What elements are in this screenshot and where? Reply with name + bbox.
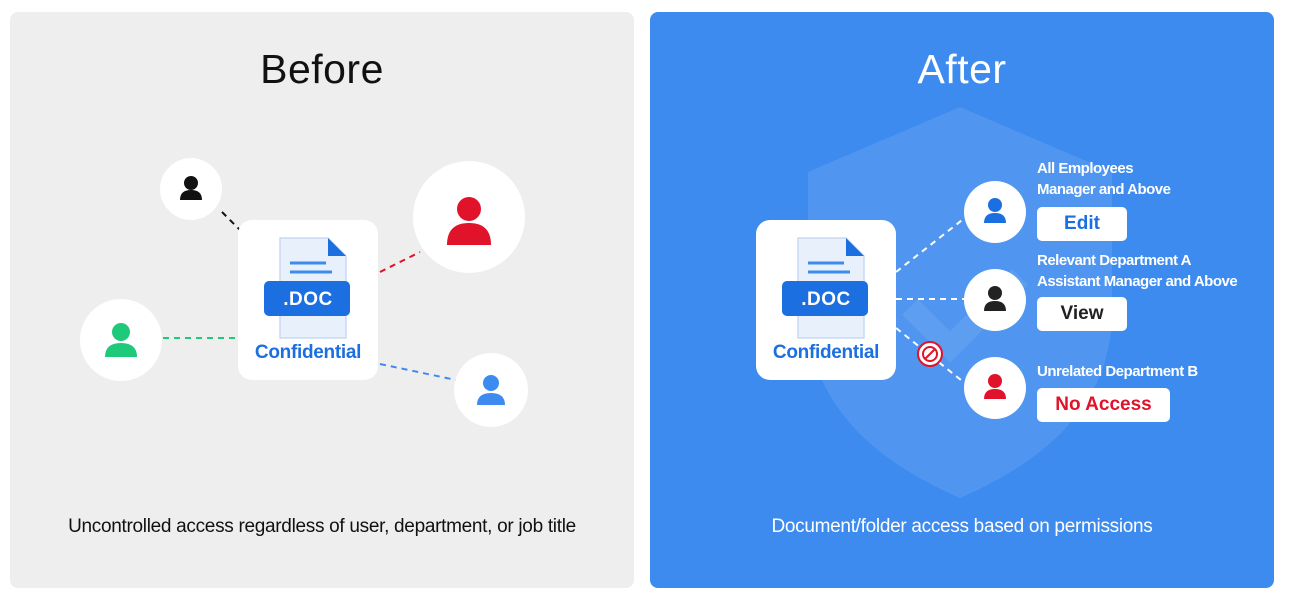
doc-label: Confidential	[772, 342, 880, 363]
connector-red	[379, 251, 421, 273]
user-icon	[984, 374, 1006, 399]
user-icon	[447, 197, 491, 245]
access-badge-view: View	[1037, 297, 1127, 331]
document-icon	[264, 237, 350, 339]
permission-view-scope: Relevant Department A Assistant Manager …	[1037, 250, 1238, 292]
user-avatar-red	[413, 161, 525, 273]
after-caption: Document/folder access based on permissi…	[771, 516, 1153, 537]
scope-line: All Employees	[1037, 160, 1134, 177]
before-caption: Uncontrolled access regardless of user, …	[68, 516, 576, 537]
doc-label: Confidential	[254, 342, 362, 363]
scope-line: Unrelated Department B	[1037, 363, 1198, 380]
after-connections	[895, 216, 967, 385]
connector-blue	[379, 363, 457, 381]
confidential-doc-card: .DOC Confidential	[238, 220, 378, 380]
before-title: Before	[260, 46, 384, 92]
user-icon	[477, 375, 505, 405]
user-icon	[105, 323, 137, 357]
user-avatar-dark	[964, 269, 1026, 331]
user-avatar-green	[80, 299, 162, 381]
scope-line: Assistant Manager and Above	[1037, 273, 1238, 290]
document-icon	[782, 237, 868, 339]
user-avatar-blue	[454, 353, 528, 427]
permission-edit-scope: All Employees Manager and Above	[1037, 158, 1171, 200]
access-badge-no-access: No Access	[1037, 388, 1170, 422]
user-icon	[180, 176, 202, 200]
access-badge-edit: Edit	[1037, 207, 1127, 241]
after-panel: After .DOC Confidential	[650, 12, 1274, 588]
user-avatar-blue	[964, 181, 1026, 243]
before-panel: Before .DOC Confidential	[10, 12, 634, 588]
connector-black	[221, 211, 241, 231]
connector-edit	[895, 216, 967, 273]
user-avatar-black	[160, 158, 222, 220]
before-connections	[163, 211, 457, 381]
doc-badge-text: .DOC	[801, 289, 851, 310]
user-avatar-red	[964, 357, 1026, 419]
permission-no-access-scope: Unrelated Department B	[1037, 361, 1198, 382]
doc-badge-text: .DOC	[283, 289, 333, 310]
scope-line: Manager and Above	[1037, 181, 1171, 198]
user-icon	[984, 198, 1006, 223]
after-title: After	[917, 46, 1007, 92]
user-icon	[984, 286, 1006, 311]
scope-line: Relevant Department A	[1037, 252, 1192, 269]
confidential-doc-card: .DOC Confidential	[756, 220, 896, 380]
blocked-icon	[917, 341, 943, 367]
